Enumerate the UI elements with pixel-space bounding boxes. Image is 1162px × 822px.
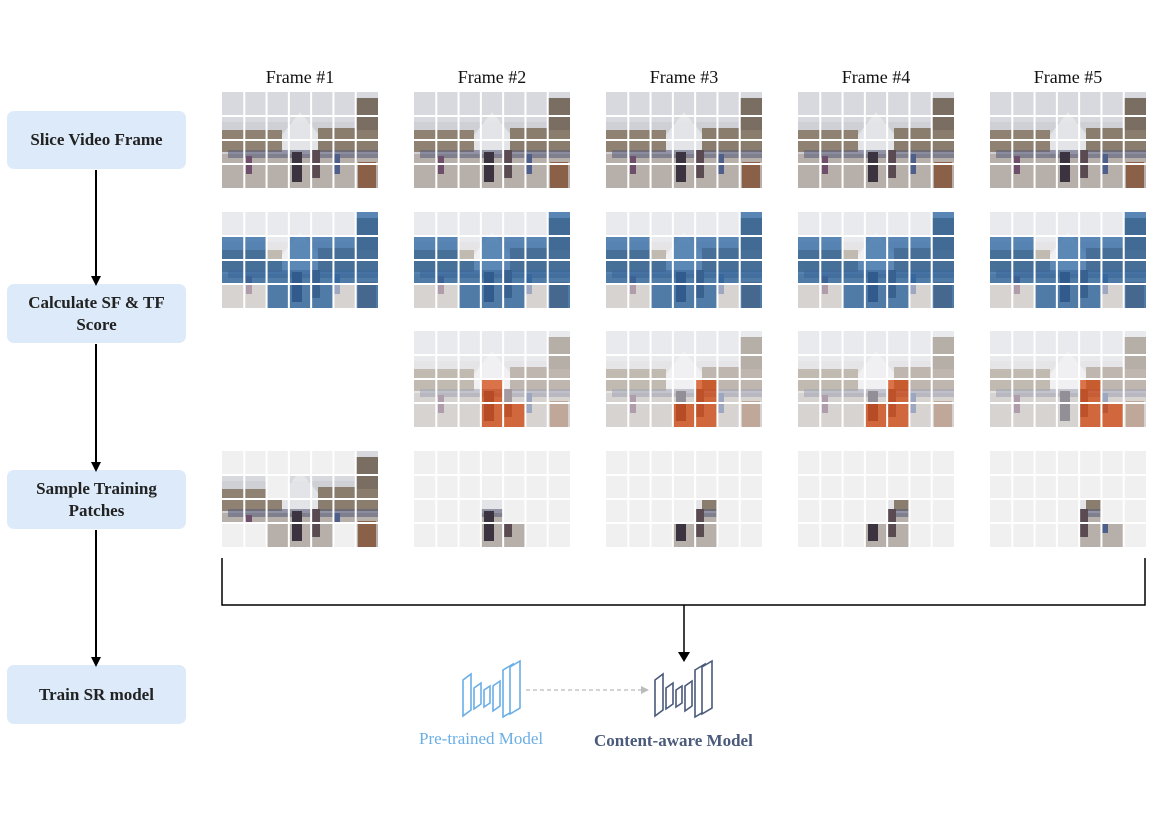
patch-grid [606,92,762,188]
content-aware-model-icon [654,659,713,719]
patch-grid [414,92,570,188]
frame-title-2: Frame #2 [457,67,527,87]
step-label: Calculate SF & TF Score [28,292,165,334]
patch-grid [606,451,762,547]
patch-grid [798,212,954,308]
patch-grid [990,331,1146,427]
patch-bracket [221,558,1146,606]
step-train-sr-model: Train SR model [7,665,186,724]
patch-grid [222,451,378,547]
frame-title-4: Frame #4 [841,67,911,87]
content-aware-model-label: Content-aware Model [594,731,753,750]
patch-grid [414,331,570,427]
patch-grid [990,451,1146,547]
patch-grid [414,451,570,547]
step-label: Train SR model [39,684,154,704]
pretrained-model-icon [462,659,521,719]
frame-title-5: Frame #5 [1033,67,1103,87]
patch-grid [606,212,762,308]
patch-grid [990,212,1146,308]
step-calculate-score: Calculate SF & TF Score [7,284,186,343]
patch-grid [222,212,378,308]
pretrained-model-label: Pre-trained Model [419,729,544,748]
patch-grid [606,331,762,427]
frame-title-3: Frame #3 [649,67,719,87]
step-label: Slice Video Frame [30,130,163,149]
patch-grid [798,331,954,427]
step-sample-patches: Sample Training Patches [7,470,186,529]
patch-grid [990,92,1146,188]
patch-grid [798,451,954,547]
step-slice-video-frame: Slice Video Frame [7,111,186,169]
patch-grid [798,92,954,188]
frame-title-1: Frame #1 [265,67,335,87]
patch-grid [414,212,570,308]
patch-grid [222,92,378,188]
step-label: Sample Training Patches [36,478,157,520]
